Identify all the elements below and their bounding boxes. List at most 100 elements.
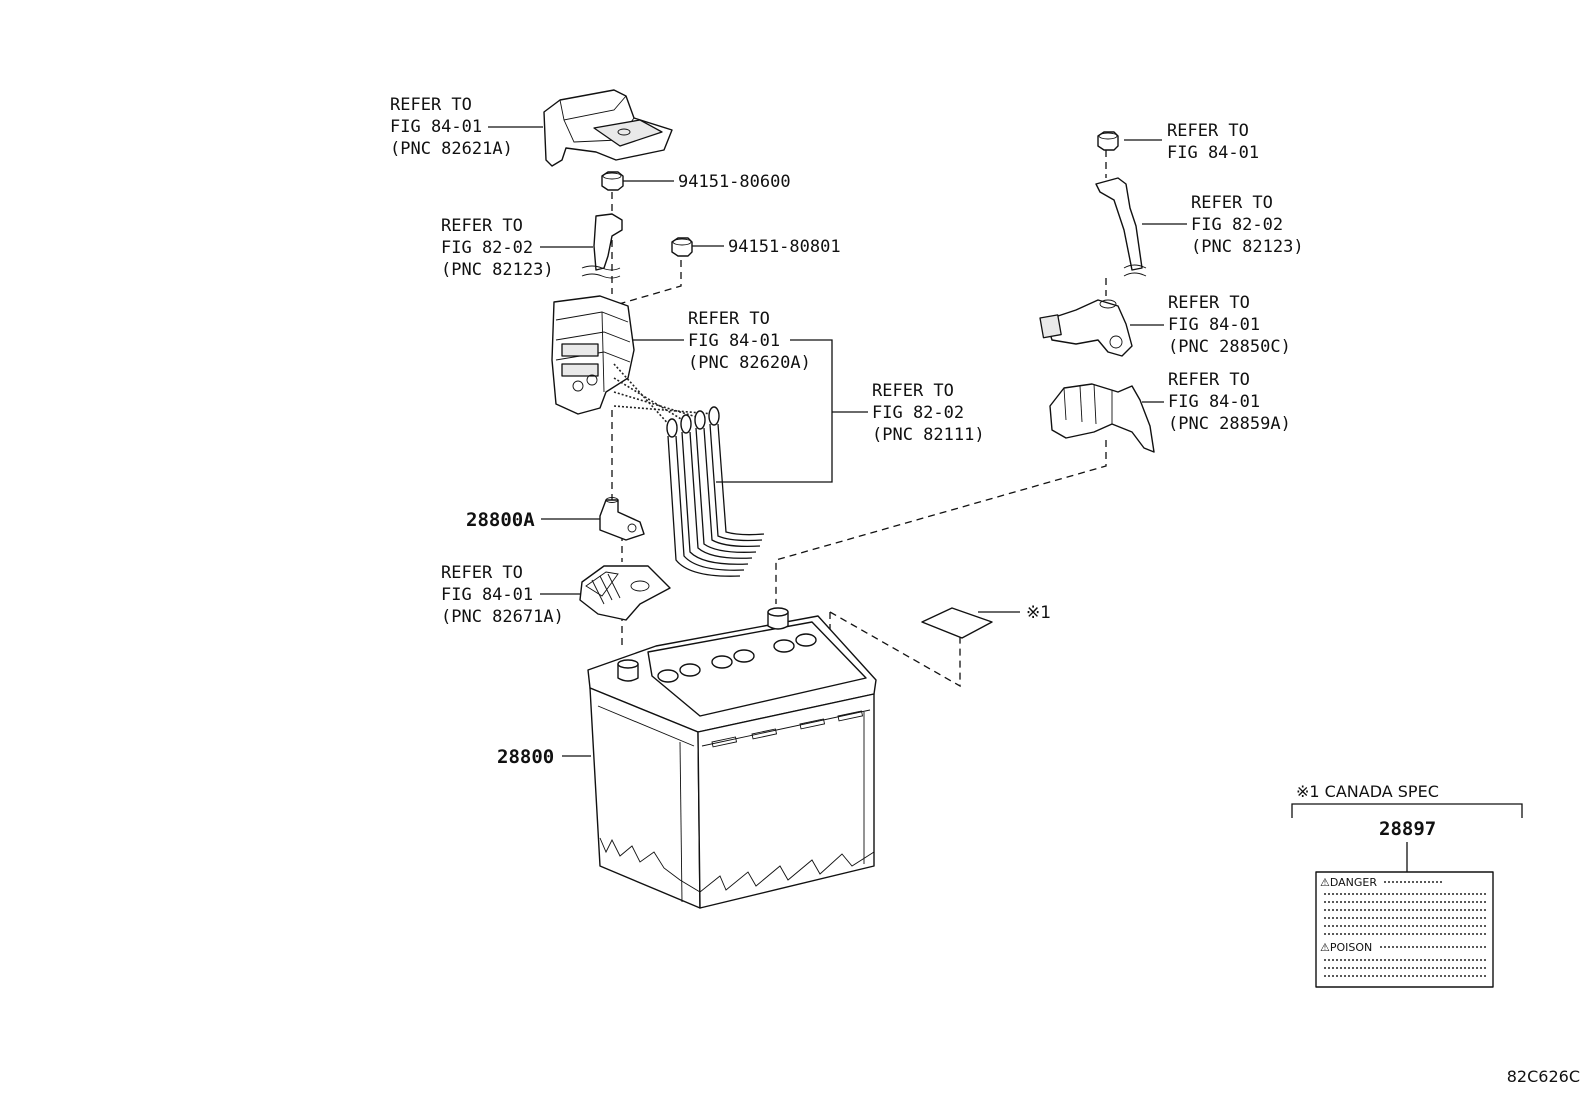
hex-nut-1 [601,171,624,191]
fuse-bolt [586,374,598,386]
terminal-hole [627,523,637,533]
callout-line: REFER TO [1167,121,1249,141]
harness-wire [695,427,757,553]
battery-post-negative [617,663,639,682]
clamp-hole [630,580,650,592]
battery-rib [701,709,871,747]
callout-sensor-bracket: REFER TO FIG 84-01 (PNC 28859A) [1142,370,1291,434]
harness-connect [613,363,673,429]
vent-slot [799,718,826,730]
terminal-post-top [605,497,619,503]
callout-terminal-cover: REFER TO FIG 84-01 (PNC 82621A) [390,95,543,159]
callout-part-nut-1: 94151-80600 [622,172,791,192]
cable-break [1123,272,1147,277]
inset-title: ※1 CANADA SPEC [1296,782,1439,801]
harness-connect [613,377,687,423]
clamp-plate [579,565,671,621]
nut-top [672,238,692,246]
sticker-shape [921,607,993,639]
warning-heading-poison: ⚠POISON [1320,941,1372,954]
part-number-label: 28800A [466,509,535,531]
assembly-line [611,260,682,307]
callout-line: FIG 82-02 [872,403,964,423]
clamp-rib [591,579,605,605]
callout-line: FIG 84-01 [1168,392,1260,412]
callout-note-marker: ※1 [978,603,1051,623]
sensor-bracket [1049,383,1155,453]
part-number-label: 94151-80801 [728,237,841,257]
nut-body [601,171,624,191]
battery-rib [679,741,683,903]
harness-wire [681,431,749,565]
inset-part-number: 28897 [1379,818,1436,840]
terminal-lug [1095,177,1143,271]
callout-line: FIG 84-01 [1168,315,1260,335]
inset-bracket [1291,803,1523,818]
part-number-label: 28800 [497,746,554,768]
harness-wire [667,435,741,577]
clamp-rib [607,573,621,599]
assembly-line [775,440,1107,604]
clamp-body [579,565,671,621]
battery-post-positive [767,611,789,630]
cell-cap [773,639,795,653]
note-marker-label: ※1 [1026,603,1051,623]
battery [587,607,877,909]
hex-nut-2 [671,237,693,257]
bracket-rib [1079,385,1083,423]
callout-line: REFER TO [1168,293,1250,313]
terminal-body [599,499,645,541]
harness-wire [675,435,745,571]
sensor-body [1045,299,1133,357]
callout-line: REFER TO [1168,370,1250,390]
warning-text-lines [1324,881,1486,977]
harness-wire [709,423,763,542]
harness-wire [689,431,753,559]
callout-line: (PNC 82123) [1191,237,1304,257]
callout-line: (PNC 28850C) [1168,337,1291,357]
callout-line: FIG 84-01 [441,585,533,605]
battery-post-top [767,607,789,617]
nut-body [671,237,693,257]
callout-line: (PNC 28859A) [1168,414,1291,434]
nut-top [602,172,622,180]
battery-post-top [617,659,639,669]
callout-line: FIG 82-02 [1191,215,1283,235]
cable-break [581,273,621,279]
cable-break [1123,264,1147,269]
callout-nut-right: REFER TO FIG 84-01 [1124,121,1259,163]
callout-fuse-block: REFER TO FIG 84-01 (PNC 82620A) [626,309,811,373]
inset-canada-spec: ※1 CANADA SPEC 28897 ⚠DANGER ⚠POISON [1291,782,1523,988]
callout-line: FIG 84-01 [390,117,482,137]
cable-terminal-left [581,213,623,279]
bracket-body [1049,383,1155,453]
wire-harness [613,363,765,577]
cell-cap [733,649,755,663]
callout-line: REFER TO [441,563,523,583]
cable-break [581,265,621,271]
callout-clamp-plate: REFER TO FIG 84-01 (PNC 82671A) [441,563,582,627]
callout-wire-harness: REFER TO FIG 82-02 (PNC 82111) [716,339,985,483]
sensor-post [1099,299,1117,309]
cover-hole [617,128,631,136]
cell-cap [795,633,817,647]
harness-connect [613,405,715,415]
callout-part-battery: 28800 [497,746,591,768]
part-number-label: 94151-80600 [678,172,791,192]
callout-line: REFER TO [1191,193,1273,213]
callout-part-terminal: 28800A [466,509,602,531]
hex-nut-right [1097,131,1119,151]
harness-wire [703,427,761,548]
callout-line: (PNC 82621A) [390,139,513,159]
cell-cap [711,655,733,669]
terminal-cover [543,89,673,167]
battery-base [699,851,875,893]
nut-body [1097,131,1119,151]
leader-bracket [716,339,833,483]
assembly-line [829,611,961,688]
callout-cable-right: REFER TO FIG 82-02 (PNC 82123) [1142,193,1304,257]
sensor-bolt [1109,335,1123,349]
fuse-bolt [572,380,584,392]
fuse-slot [561,363,599,377]
